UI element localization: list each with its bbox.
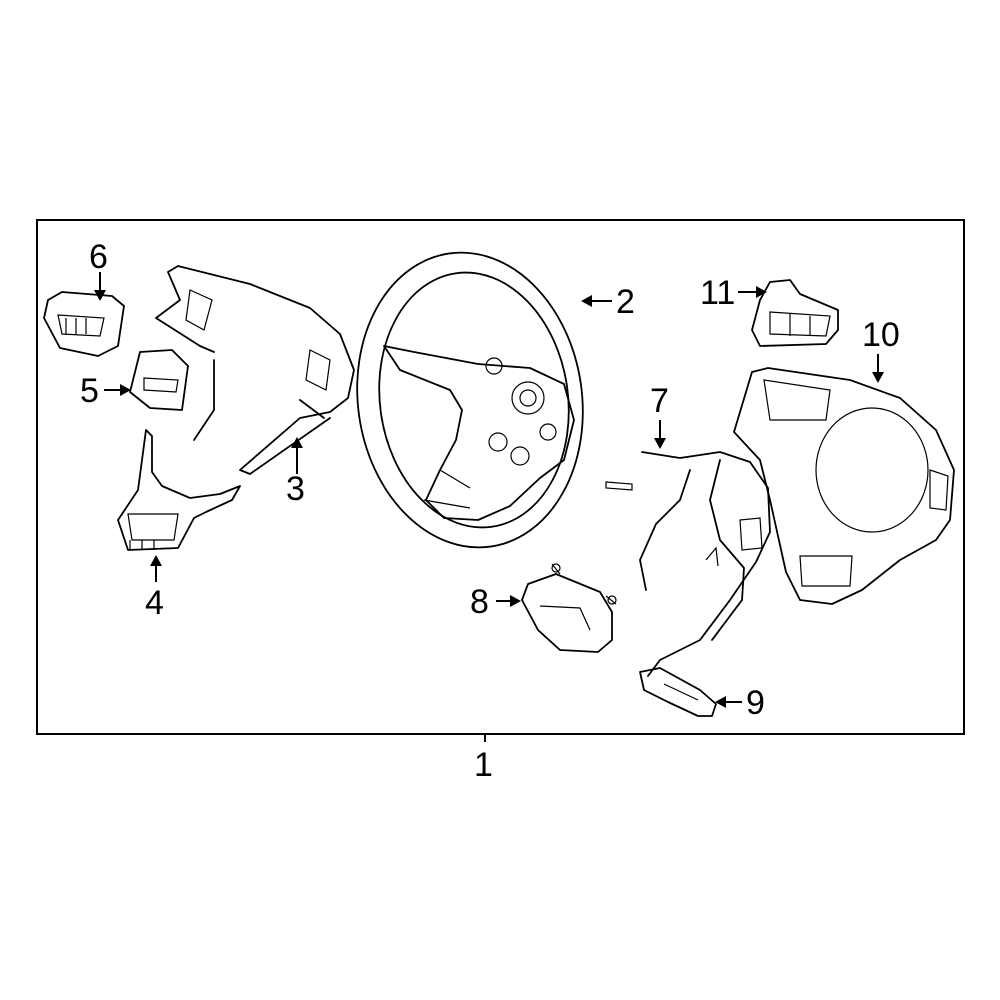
left-cover-part [155, 265, 355, 475]
callout-1: 1 [474, 746, 493, 784]
switch-right-part [751, 279, 839, 347]
callout-4: 4 [145, 584, 164, 622]
assembly-frame [36, 219, 965, 735]
callout-11: 11 [700, 274, 735, 312]
harness-part [605, 451, 771, 677]
switch-left-part [43, 291, 125, 357]
callout-10: 10 [862, 316, 900, 354]
callout-9: 9 [746, 684, 765, 722]
steering-wheel-part [356, 251, 584, 549]
callout-8: 8 [470, 583, 489, 621]
connector-part [639, 667, 717, 717]
module-part [521, 563, 617, 653]
callout-3: 3 [286, 470, 305, 508]
switch-small-part [129, 349, 189, 411]
callout-2: 2 [616, 283, 635, 321]
lower-bezel-part [117, 429, 241, 551]
right-cover-part [733, 367, 955, 605]
callout-5: 5 [80, 372, 99, 410]
callout-7: 7 [650, 382, 669, 420]
callout-6: 6 [89, 238, 108, 276]
